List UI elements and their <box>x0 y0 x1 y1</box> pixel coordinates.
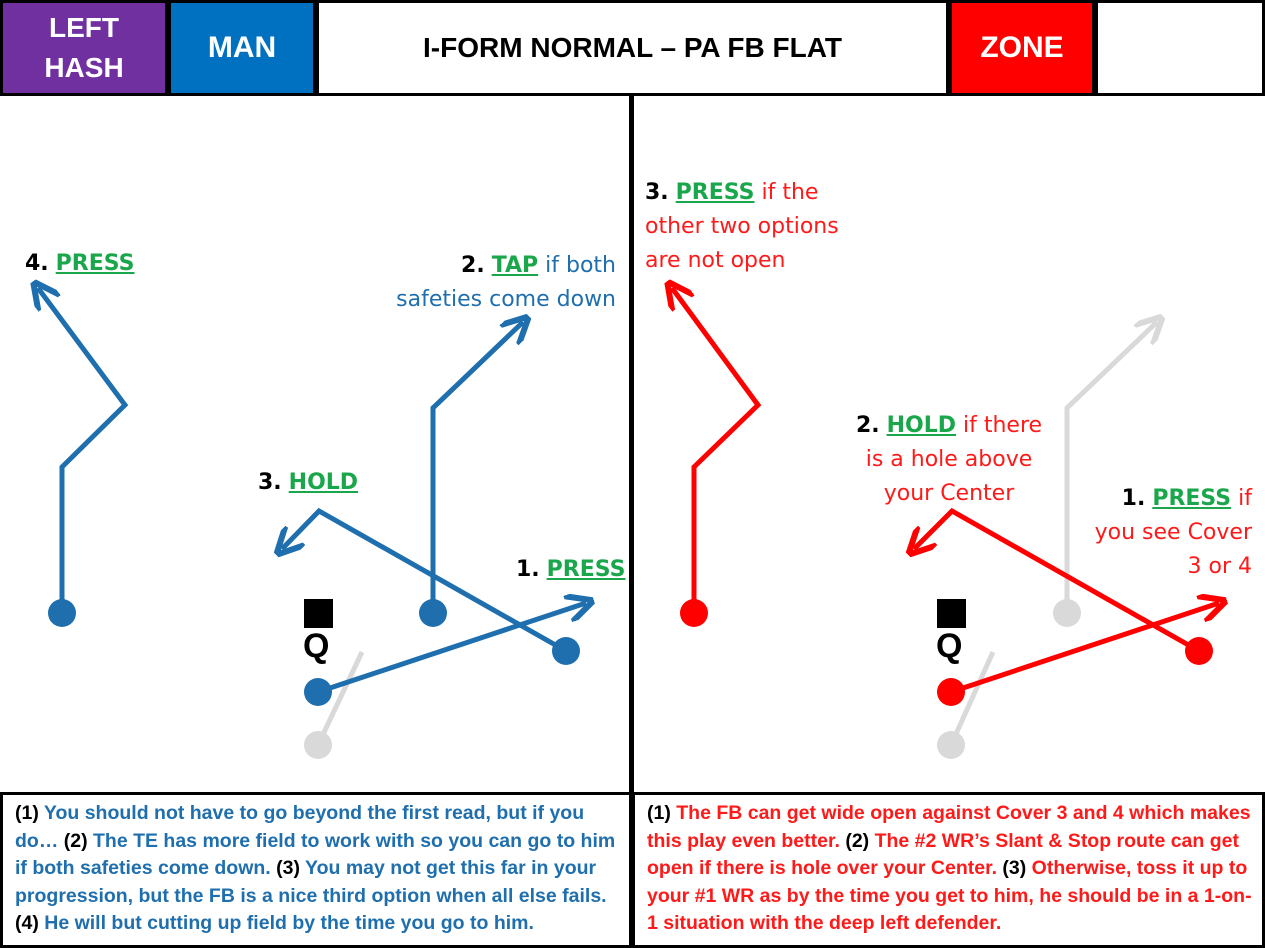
te-route-inactive <box>1064 322 1157 612</box>
hash-header: LEFT HASH <box>0 0 168 96</box>
running-back <box>304 731 332 759</box>
zone-notes: (1) The FB can get wide open against Cov… <box>632 792 1265 948</box>
rb-route-inactive <box>948 650 996 747</box>
running-back <box>937 731 965 759</box>
read-1-label: 1. PRESS <box>516 557 626 582</box>
zone-header: ZONE <box>949 0 1095 96</box>
blank-header-cell <box>1095 0 1265 96</box>
read-4-label: 4. PRESS <box>25 251 135 276</box>
man-header: MAN <box>168 0 316 96</box>
wr2-route <box>914 507 1201 654</box>
qb-label: Q <box>303 627 330 665</box>
rb-route-inactive <box>315 650 365 747</box>
wr1-route <box>672 288 762 612</box>
fullback-player <box>937 678 965 706</box>
zone-formation <box>672 288 1219 759</box>
fullback-player <box>304 678 332 706</box>
fb-route <box>317 603 586 695</box>
field-divider <box>629 96 634 792</box>
te-player <box>419 599 447 627</box>
qb-label: Q <box>936 627 963 665</box>
wr1-player <box>48 599 76 627</box>
wr2-player <box>552 637 580 665</box>
center-player <box>304 599 333 628</box>
wr2-route <box>282 507 568 654</box>
man-notes: (1) You should not have to go beyond the… <box>0 792 632 948</box>
wr2-player <box>1185 637 1213 665</box>
read-3-label: 3. HOLD <box>258 470 359 495</box>
te-player-inactive <box>1053 599 1081 627</box>
te-route <box>430 322 523 612</box>
man-formation <box>38 288 586 759</box>
wr1-player <box>680 599 708 627</box>
center-player <box>937 599 966 628</box>
fb-route <box>950 603 1219 695</box>
play-title: I-FORM NORMAL – PA FB FLAT <box>316 0 949 96</box>
wr1-route <box>38 288 129 612</box>
